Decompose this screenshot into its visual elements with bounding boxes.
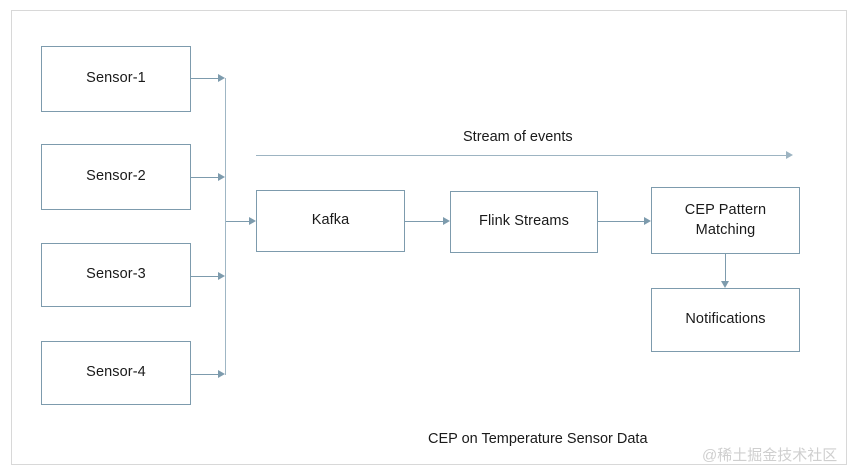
connector-flink-to-cep bbox=[598, 221, 644, 222]
node-sensor-3[interactable]: Sensor-3 bbox=[41, 243, 191, 307]
arrowhead-stream-of-events bbox=[786, 151, 793, 159]
connector-cep-to-notifications bbox=[725, 254, 726, 281]
node-sensor-1[interactable]: Sensor-1 bbox=[41, 46, 191, 112]
arrowhead-sensor-4 bbox=[218, 370, 225, 378]
node-kafka-label: Kafka bbox=[311, 212, 350, 229]
connector-kafka-to-flink bbox=[405, 221, 443, 222]
node-sensor-4[interactable]: Sensor-4 bbox=[41, 341, 191, 405]
node-sensor-3-label: Sensor-3 bbox=[86, 266, 146, 283]
connector-sensor-3-to-bus bbox=[191, 276, 218, 277]
arrowhead-sensor-2 bbox=[218, 173, 225, 181]
sensor-collector-bus bbox=[225, 78, 226, 375]
stream-of-events-arrow-line bbox=[256, 155, 786, 156]
watermark-text: @稀土掘金技术社区 bbox=[702, 447, 838, 464]
connector-sensor-2-to-bus bbox=[191, 177, 218, 178]
arrowhead-kafka-in bbox=[249, 217, 256, 225]
node-flink-streams-label: Flink Streams bbox=[479, 213, 569, 230]
node-notifications-label: Notifications bbox=[685, 311, 766, 328]
node-cep-pattern-matching-label: CEP Pattern Matching bbox=[684, 201, 767, 238]
diagram-caption: CEP on Temperature Sensor Data bbox=[428, 431, 648, 447]
node-sensor-4-label: Sensor-4 bbox=[86, 364, 146, 381]
arrowhead-notifications-in bbox=[721, 281, 729, 288]
node-sensor-2-label: Sensor-2 bbox=[86, 168, 146, 185]
node-sensor-1-label: Sensor-1 bbox=[86, 70, 146, 87]
connector-sensor-4-to-bus bbox=[191, 374, 218, 375]
connector-sensor-1-to-bus bbox=[191, 78, 218, 79]
connector-bus-to-kafka bbox=[226, 221, 249, 222]
node-kafka[interactable]: Kafka bbox=[256, 190, 405, 252]
arrowhead-sensor-3 bbox=[218, 272, 225, 280]
node-flink-streams[interactable]: Flink Streams bbox=[450, 191, 598, 253]
arrowhead-sensor-1 bbox=[218, 74, 225, 82]
stream-of-events-label: Stream of events bbox=[463, 129, 573, 145]
node-cep-pattern-matching[interactable]: CEP Pattern Matching bbox=[651, 187, 800, 254]
node-notifications[interactable]: Notifications bbox=[651, 288, 800, 352]
node-sensor-2[interactable]: Sensor-2 bbox=[41, 144, 191, 210]
arrowhead-flink-in bbox=[443, 217, 450, 225]
arrowhead-cep-in bbox=[644, 217, 651, 225]
